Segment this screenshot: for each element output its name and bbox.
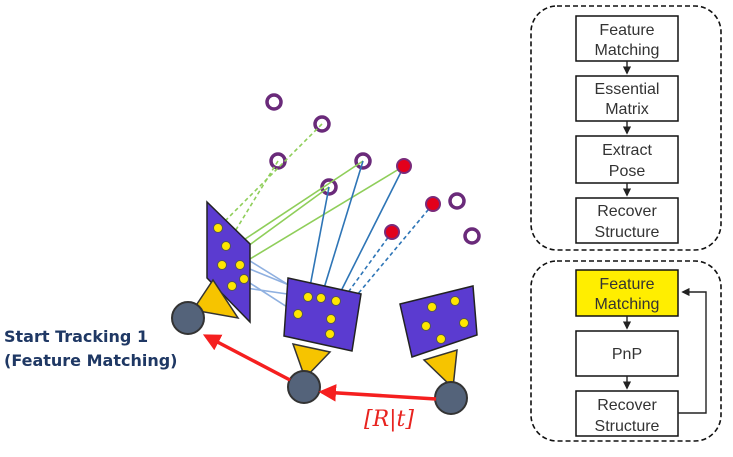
- match-line: [307, 186, 330, 298]
- step-box: [575, 269, 679, 317]
- match-line: [229, 160, 364, 250]
- feature-point: [213, 223, 223, 233]
- feature-point: [325, 329, 335, 339]
- feature-point: [421, 321, 431, 331]
- match-line: [225, 160, 279, 247]
- triangulated-points: [384, 158, 441, 240]
- match-line: [320, 160, 364, 299]
- triangulated-point: [396, 158, 412, 174]
- feature-point: [235, 260, 245, 270]
- feature-point: [326, 314, 336, 324]
- motion-arrow-2: [202, 334, 291, 382]
- step-extract-pose: Extract Pose: [575, 135, 679, 184]
- camera-2: [283, 277, 362, 404]
- match-line: [335, 165, 405, 302]
- step-recover-structure: Recover Structure: [575, 390, 679, 437]
- step-pnp: PnP: [575, 330, 679, 377]
- triangulated-point: [384, 224, 400, 240]
- step-box: [575, 135, 679, 184]
- step-box: [575, 330, 679, 377]
- feature-point: [427, 302, 437, 312]
- match-line: [343, 231, 393, 299]
- step-label-line-1: Essential: [595, 81, 660, 98]
- camera-1: [171, 200, 251, 335]
- step-label-line-2: Structure: [595, 224, 660, 241]
- step-label-line-2: Matrix: [605, 101, 649, 118]
- step-label-line-1: Feature: [599, 276, 654, 293]
- camera-body-3: [434, 381, 468, 415]
- camera-body-1: [171, 301, 205, 335]
- step-label-line-1: Recover: [597, 397, 657, 414]
- step-label-line-1: Feature: [599, 22, 654, 39]
- step-label-line-2: Structure: [595, 418, 660, 435]
- pipeline-tracking: Feature Matching PnP Recover Structure: [530, 260, 722, 442]
- motion-arrows: [202, 334, 437, 402]
- landmark-point: [448, 192, 466, 210]
- feature-point: [331, 296, 341, 306]
- pipeline-tracking-frame: [530, 260, 722, 442]
- step-label-line-2: Matching: [595, 42, 660, 59]
- feature-point: [217, 260, 227, 270]
- match-line: [351, 203, 434, 302]
- step-label-line-2: Matching: [595, 296, 660, 313]
- landmark-point: [463, 227, 481, 245]
- scene-illustration: [R|t] Start Tracking 1 (Feature Matching…: [4, 93, 481, 432]
- caption-line-1: Start Tracking 1: [4, 327, 148, 346]
- feature-point: [459, 318, 469, 328]
- step-box: [575, 197, 679, 244]
- loop-back-arrow: [678, 287, 707, 414]
- step-label-line-2: Pose: [609, 163, 646, 180]
- feature-point: [316, 293, 326, 303]
- step-label-line-1: Recover: [597, 203, 657, 220]
- step-feature-matching-highlighted: Feature Matching: [575, 269, 679, 317]
- camera-body-2: [287, 370, 321, 404]
- feature-point: [293, 309, 303, 319]
- step-box: [575, 390, 679, 437]
- feature-point: [450, 296, 460, 306]
- landmark-points: [265, 93, 481, 245]
- landmark-point: [265, 93, 283, 111]
- step-recover-structure: Recover Structure: [575, 197, 679, 244]
- step-box: [575, 75, 679, 122]
- camera-lens-2: [291, 342, 332, 380]
- step-essential-matrix: Essential Matrix: [575, 75, 679, 122]
- camera-3: [399, 285, 478, 415]
- feature-point: [239, 274, 249, 284]
- step-label-line-1: PnP: [612, 346, 642, 363]
- pipeline-init-frame: [530, 5, 722, 251]
- match-line: [239, 165, 405, 266]
- motion-arrow-1: [318, 384, 437, 402]
- step-feature-matching: Feature Matching: [575, 15, 679, 62]
- step-box: [575, 15, 679, 62]
- camera-lens-1: [191, 278, 240, 320]
- triangulated-point: [425, 196, 441, 212]
- camera-lens-3: [422, 348, 458, 390]
- feature-point: [303, 292, 313, 302]
- feature-point: [227, 281, 237, 291]
- pipeline-init: Feature Matching Essential Matrix Extrac…: [530, 5, 722, 251]
- match-line: [217, 123, 323, 229]
- feature-point: [436, 334, 446, 344]
- transform-label: [R|t]: [364, 407, 414, 432]
- step-label-line-1: Extract: [602, 142, 652, 159]
- caption-line-2: (Feature Matching): [4, 351, 177, 370]
- feature-point: [221, 241, 231, 251]
